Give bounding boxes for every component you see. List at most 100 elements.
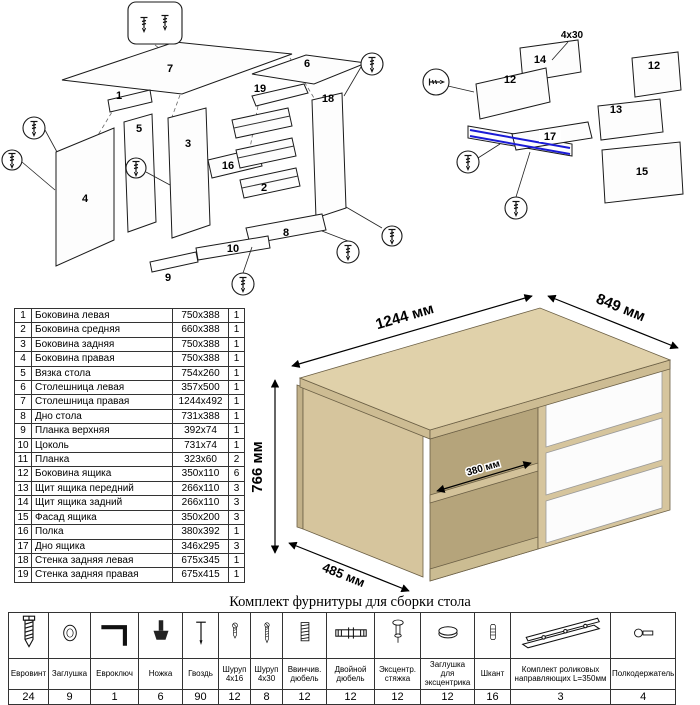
parts-num-cell: 10 bbox=[14, 437, 32, 454]
exploded-view-desk: 7 6 19 18 5 3 16 2 4 1 10 8 9 bbox=[1, 1, 403, 296]
screw-size-note: 4x30 bbox=[561, 30, 584, 41]
hardware-item-name: Евроключ bbox=[90, 658, 139, 690]
foot-icon bbox=[138, 612, 183, 659]
parts-num-cell: 11 bbox=[14, 452, 32, 468]
screw-30-icon bbox=[250, 612, 283, 659]
parts-qty-cell: 1 bbox=[228, 336, 245, 353]
parts-size-cell: 392x74 bbox=[172, 423, 229, 439]
parts-qty-cell: 6 bbox=[228, 466, 245, 482]
hardware-item-name: Шуруп 4x16 bbox=[218, 658, 251, 690]
callout-leader-lines bbox=[21, 66, 383, 274]
parts-num-cell: 9 bbox=[14, 423, 32, 439]
parts-qty-cell: 3 bbox=[228, 538, 245, 554]
dimension-width: 1244 мм bbox=[374, 300, 436, 333]
parts-qty-cell: 1 bbox=[228, 552, 245, 569]
hardware-item-qty: 24 bbox=[8, 688, 49, 705]
hardware-item-name: Шуруп 4x30 bbox=[250, 658, 283, 690]
hardware-item-qty: 12 bbox=[374, 688, 421, 705]
parts-size-cell: 731x388 bbox=[172, 408, 229, 425]
nail-icon bbox=[182, 612, 219, 659]
desk-panels-group bbox=[55, 41, 368, 273]
parts-size-cell: 266x110 bbox=[172, 495, 229, 511]
parts-num-cell: 5 bbox=[14, 365, 32, 382]
part-callout-number: 3 bbox=[185, 138, 191, 150]
hardware-callouts bbox=[1, 1, 403, 296]
desk-leg-edge bbox=[296, 384, 304, 530]
drawer-fronts bbox=[545, 369, 663, 544]
part-callout-number: 10 bbox=[227, 243, 239, 255]
parts-size-cell: 750x388 bbox=[172, 307, 229, 324]
parts-size-cell: 266x110 bbox=[172, 480, 229, 497]
parts-size-cell: 750x388 bbox=[172, 351, 229, 367]
parts-name-cell: Боковина левая bbox=[31, 307, 173, 324]
hardware-item-qty: 1 bbox=[90, 688, 139, 705]
part-number-labels: 14 12 12 13 17 15 4x30 bbox=[504, 30, 660, 178]
part-callout-number: 2 bbox=[261, 182, 267, 194]
parts-qty-cell: 3 bbox=[228, 480, 245, 497]
hardware-item-qty: 9 bbox=[48, 688, 91, 705]
parts-qty-cell: 1 bbox=[228, 380, 245, 396]
parts-size-cell: 380x392 bbox=[172, 524, 229, 540]
parts-name-cell: Стенка задняя левая bbox=[31, 552, 173, 569]
parts-size-cell: 350x200 bbox=[172, 509, 229, 526]
parts-qty-cell: 1 bbox=[228, 524, 245, 540]
parts-num-cell: 7 bbox=[14, 394, 32, 410]
hex-key-icon bbox=[90, 612, 139, 659]
parts-name-cell: Цоколь bbox=[31, 437, 173, 454]
dimension-leg-depth: 485 мм bbox=[320, 560, 367, 590]
parts-name-cell: Щит ящика передний bbox=[31, 480, 173, 497]
parts-qty-cell: 1 bbox=[228, 437, 245, 454]
parts-num-cell: 12 bbox=[14, 466, 32, 482]
part-callout-number: 17 bbox=[544, 131, 556, 143]
shelf-support-icon bbox=[609, 612, 677, 659]
parts-size-cell: 731x74 bbox=[172, 437, 229, 454]
parts-size-cell: 323x60 bbox=[172, 452, 229, 468]
drawer-slide-rails bbox=[233, 115, 299, 189]
parts-name-cell: Боковина правая bbox=[31, 351, 173, 367]
drawer-slide-kit-icon bbox=[510, 612, 611, 659]
parts-name-cell: Стенка задняя правая bbox=[31, 567, 173, 583]
parts-size-cell: 675x345 bbox=[172, 552, 229, 569]
parts-num-cell: 15 bbox=[14, 509, 32, 526]
threaded-dowel-icon bbox=[282, 612, 327, 659]
wood-dowel-icon bbox=[474, 612, 511, 659]
parts-num-cell: 6 bbox=[14, 380, 32, 396]
hardware-item-name: Ввинчив. дюбель bbox=[282, 658, 327, 690]
hardware-item-name: Гвоздь bbox=[182, 658, 219, 690]
parts-num-cell: 8 bbox=[14, 408, 32, 425]
hardware-item-qty: 16 bbox=[474, 688, 511, 705]
hardware-item-qty: 12 bbox=[282, 688, 327, 705]
part-number-labels: 7 6 19 18 5 3 16 2 4 1 10 8 9 bbox=[82, 58, 334, 284]
hardware-item-name: Ножка bbox=[138, 658, 183, 690]
hardware-item-name: Заглушка для эксцентрика bbox=[420, 658, 475, 690]
part-callout-number: 7 bbox=[167, 63, 173, 75]
hardware-item-qty: 6 bbox=[138, 688, 183, 705]
label-backing bbox=[539, 130, 561, 142]
hardware-item-name: Комплект роликовых направляющих L=350мм bbox=[510, 658, 611, 690]
parts-name-cell: Дно ящика bbox=[31, 538, 173, 554]
parts-name-cell: Боковина задняя bbox=[31, 336, 173, 353]
parts-name-cell: Щит ящика задний bbox=[31, 495, 173, 511]
hardware-item-name: Эксцентр. стяжка bbox=[374, 658, 421, 690]
hardware-item-name: Полкодержатель bbox=[609, 658, 677, 690]
parts-name-cell: Вязка стола bbox=[31, 365, 173, 382]
parts-qty-cell: 1 bbox=[228, 322, 245, 338]
parts-num-cell: 1 bbox=[14, 307, 32, 324]
part-callout-number: 1 bbox=[116, 90, 122, 102]
hardware-item-qty: 3 bbox=[510, 688, 611, 705]
cam-cap-icon bbox=[420, 612, 475, 659]
parts-size-cell: 675x415 bbox=[172, 567, 229, 583]
hardware-icons-row bbox=[8, 612, 677, 659]
plug-cap-icon bbox=[48, 612, 91, 659]
